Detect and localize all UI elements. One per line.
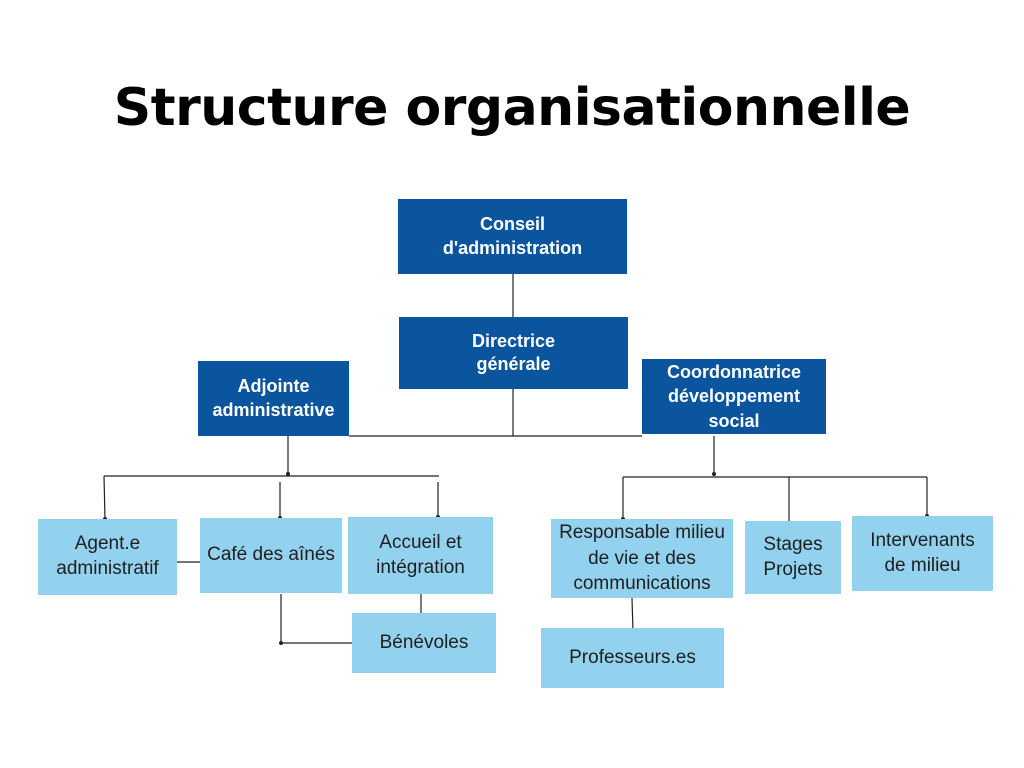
- node-intervenants-de-milieu: Intervenants de milieu: [852, 516, 993, 591]
- node-conseil-administration: Conseil d'administration: [398, 199, 627, 274]
- node-benevoles: Bénévoles: [352, 613, 496, 673]
- node-professeurs: Professeurs.es: [541, 628, 724, 688]
- node-adjointe-administrative: Adjointe administrative: [198, 361, 349, 436]
- node-coordonnatrice-developpement-social: Coordonnatrice développement social: [642, 359, 826, 434]
- node-directrice-generale: Directrice générale: [399, 317, 628, 389]
- node-accueil-integration: Accueil et intégration: [348, 517, 493, 594]
- node-stages-projets: Stages Projets: [745, 521, 841, 594]
- node-responsable-milieu-de-vie: Responsable milieu de vie et des communi…: [551, 519, 733, 598]
- page-title: Structure organisationnelle: [113, 78, 911, 138]
- node-cafe-des-aines: Café des aînés: [200, 518, 342, 593]
- node-agent-administratif: Agent.e administratif: [38, 519, 177, 595]
